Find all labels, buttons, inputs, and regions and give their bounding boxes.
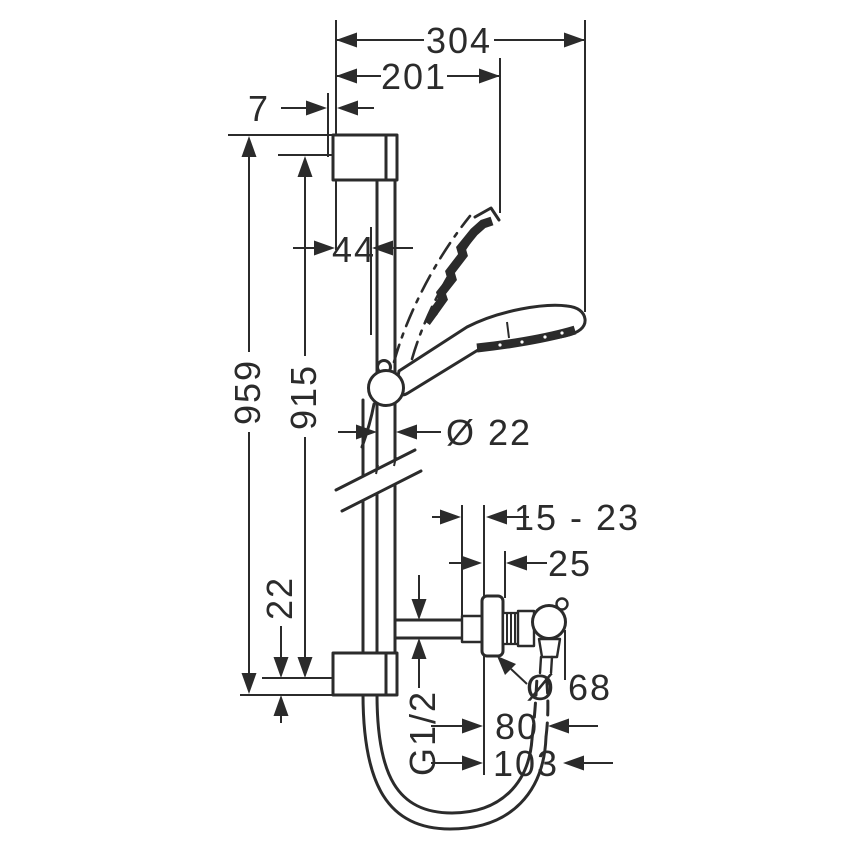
arrowhead bbox=[563, 755, 584, 771]
spray-face bbox=[476, 325, 577, 353]
dashed-head-cap bbox=[473, 206, 501, 222]
leader-line-68 bbox=[510, 668, 528, 685]
arrowhead bbox=[306, 100, 327, 116]
spray-dot bbox=[498, 343, 502, 347]
arrowhead bbox=[461, 555, 482, 571]
arrowhead bbox=[337, 100, 358, 116]
wall-bar bbox=[361, 178, 397, 697]
dashed-spray-face-lower bbox=[424, 309, 438, 326]
hand-shower-body bbox=[394, 303, 587, 397]
arrowhead bbox=[372, 240, 393, 256]
arrowhead bbox=[241, 673, 257, 694]
valve-body bbox=[516, 609, 536, 648]
arrowhead bbox=[497, 656, 516, 675]
break-line-lower bbox=[340, 469, 423, 513]
rail-slider bbox=[360, 359, 405, 449]
dim-rail-diameter-label: Ø 22 bbox=[446, 412, 532, 453]
dim-959-label: 959 bbox=[227, 359, 268, 425]
dim-68-label: Ø 68 bbox=[526, 667, 612, 708]
arrowhead bbox=[411, 638, 427, 659]
break-mask bbox=[336, 450, 421, 511]
valve-assembly bbox=[394, 594, 569, 675]
dashed-handle-right bbox=[410, 226, 482, 361]
valve-handle bbox=[531, 604, 567, 640]
dim-7-label: 7 bbox=[248, 88, 270, 129]
arrowhead bbox=[486, 509, 507, 525]
arrowhead bbox=[564, 32, 585, 48]
spray-dot bbox=[520, 340, 524, 344]
dimension-lines bbox=[241, 32, 613, 771]
arrowhead bbox=[314, 240, 335, 256]
dim-thread-label: G1/2 bbox=[402, 690, 443, 776]
arrowhead bbox=[273, 657, 289, 678]
rail-break-symbol bbox=[334, 448, 423, 513]
hose-stub bbox=[538, 655, 554, 675]
dim-15-23-label: 15 - 23 bbox=[514, 497, 640, 538]
slider-knob bbox=[367, 369, 405, 407]
extension-lines bbox=[228, 20, 586, 775]
break-line-upper bbox=[334, 448, 417, 492]
arrowhead bbox=[241, 136, 257, 157]
spray-dot bbox=[560, 331, 564, 335]
hose-outer bbox=[361, 692, 548, 831]
hand-shower-dashed-position bbox=[392, 206, 501, 364]
dim-80-label: 80 bbox=[495, 706, 539, 747]
arrowhead bbox=[548, 718, 569, 734]
hose-inner bbox=[375, 692, 534, 815]
slider-lever bbox=[360, 402, 376, 449]
arrowhead bbox=[479, 68, 500, 84]
break-tick-1 bbox=[375, 464, 379, 475]
arrowhead bbox=[336, 32, 357, 48]
hose-outlet-nut bbox=[537, 637, 562, 659]
arrowhead bbox=[396, 424, 417, 440]
handle-nub bbox=[555, 597, 569, 611]
arrowhead bbox=[462, 755, 483, 771]
hose-dashed-inner bbox=[530, 675, 539, 741]
break-tick-2 bbox=[393, 456, 397, 467]
arrowhead bbox=[336, 68, 357, 84]
hand-shower bbox=[394, 303, 587, 397]
spray-dot bbox=[543, 335, 547, 339]
wall-escutcheon bbox=[480, 594, 505, 658]
arrowhead bbox=[356, 424, 377, 440]
arrowhead bbox=[297, 156, 313, 177]
dim-304-label: 304 bbox=[426, 20, 492, 61]
arrowhead bbox=[273, 695, 289, 716]
adjustable-coupling bbox=[460, 614, 485, 644]
arrowhead bbox=[440, 509, 461, 525]
dim-103-label: 103 bbox=[493, 743, 559, 784]
dashed-handle-left bbox=[392, 214, 472, 364]
dimension-labels: 304 201 7 44 959 915 Ø 22 22 15 - 23 25 … bbox=[227, 20, 640, 784]
dim-915-label: 915 bbox=[283, 364, 324, 430]
dim-44-label: 44 bbox=[332, 229, 376, 270]
rail-brackets bbox=[331, 133, 399, 697]
dim-201-label: 201 bbox=[381, 56, 447, 97]
dim-22-label: 22 bbox=[259, 576, 300, 620]
dashed-spray-face bbox=[429, 216, 494, 316]
hose-dashed-outer bbox=[544, 671, 550, 739]
select-button-mark bbox=[506, 321, 510, 339]
shower-hose bbox=[361, 671, 550, 831]
arrowhead bbox=[506, 555, 527, 571]
connector-ribs bbox=[506, 613, 516, 644]
arrowhead bbox=[462, 718, 483, 734]
arrowhead bbox=[297, 657, 313, 678]
arrowhead bbox=[411, 599, 427, 620]
dim-25-label: 25 bbox=[548, 543, 592, 584]
